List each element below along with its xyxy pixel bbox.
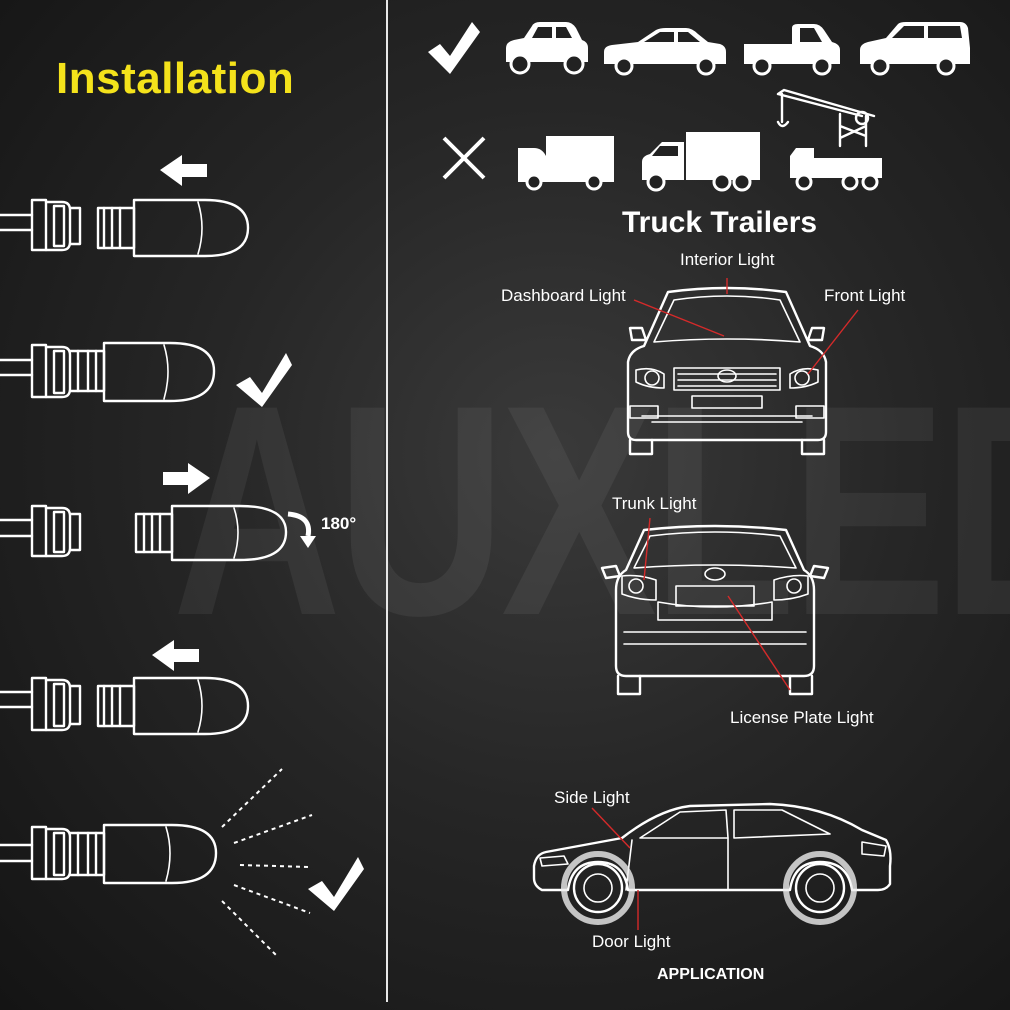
car-front-view <box>626 278 859 456</box>
rotation-label: 180° <box>321 514 357 533</box>
arrow-right-icon <box>163 463 210 494</box>
column-divider <box>386 0 388 1002</box>
application-footer: APPLICATION <box>657 966 765 983</box>
install-step-2 <box>0 341 292 407</box>
crane-truck-icon <box>776 88 882 191</box>
rotate-icon <box>287 511 316 548</box>
arrow-left-icon <box>152 640 199 671</box>
install-step-3 <box>0 463 316 562</box>
installation-title: Installation <box>56 54 295 103</box>
led-bulb-icon <box>102 823 218 885</box>
checkmark-icon <box>428 22 480 74</box>
bulb-socket-icon <box>0 198 82 252</box>
install-step-4 <box>0 640 250 736</box>
pickup-truck-icon <box>744 24 840 76</box>
interior-light-label: Interior Light <box>680 250 775 269</box>
install-step-5 <box>0 768 364 958</box>
dashboard-light-label: Dashboard Light <box>501 286 626 305</box>
side-light-label: Side Light <box>554 788 630 807</box>
trunk-light-label: Trunk Light <box>612 494 697 513</box>
license-plate-light-label: License Plate Light <box>730 708 874 727</box>
led-bulb-icon <box>96 198 250 258</box>
bulb-socket-icon <box>0 825 106 881</box>
sedan-icon <box>604 28 726 76</box>
incompatible-section-label: Truck Trailers <box>622 206 818 239</box>
compact-car-icon <box>506 22 588 75</box>
checkmark-icon <box>236 353 292 407</box>
bulb-socket-icon <box>0 343 106 399</box>
car-side-view <box>532 802 892 930</box>
led-bulb-icon <box>134 504 288 562</box>
light-rays-icon <box>221 768 313 958</box>
delivery-truck-icon <box>642 132 760 192</box>
install-step-1 <box>0 155 250 258</box>
arrow-left-icon <box>160 155 207 186</box>
door-light-label: Door Light <box>592 932 671 951</box>
checkmark-icon <box>308 857 364 911</box>
led-bulb-icon <box>96 676 250 736</box>
front-light-label: Front Light <box>824 286 906 305</box>
led-bulb-icon <box>102 341 216 403</box>
box-truck-icon <box>518 136 614 191</box>
cross-icon <box>442 136 486 180</box>
car-rear-view <box>600 517 830 696</box>
incompatible-row <box>442 88 882 192</box>
bulb-socket-icon <box>0 676 82 732</box>
compatible-row <box>428 22 970 76</box>
hatchback-icon <box>860 22 970 76</box>
bulb-socket-icon <box>0 504 82 558</box>
